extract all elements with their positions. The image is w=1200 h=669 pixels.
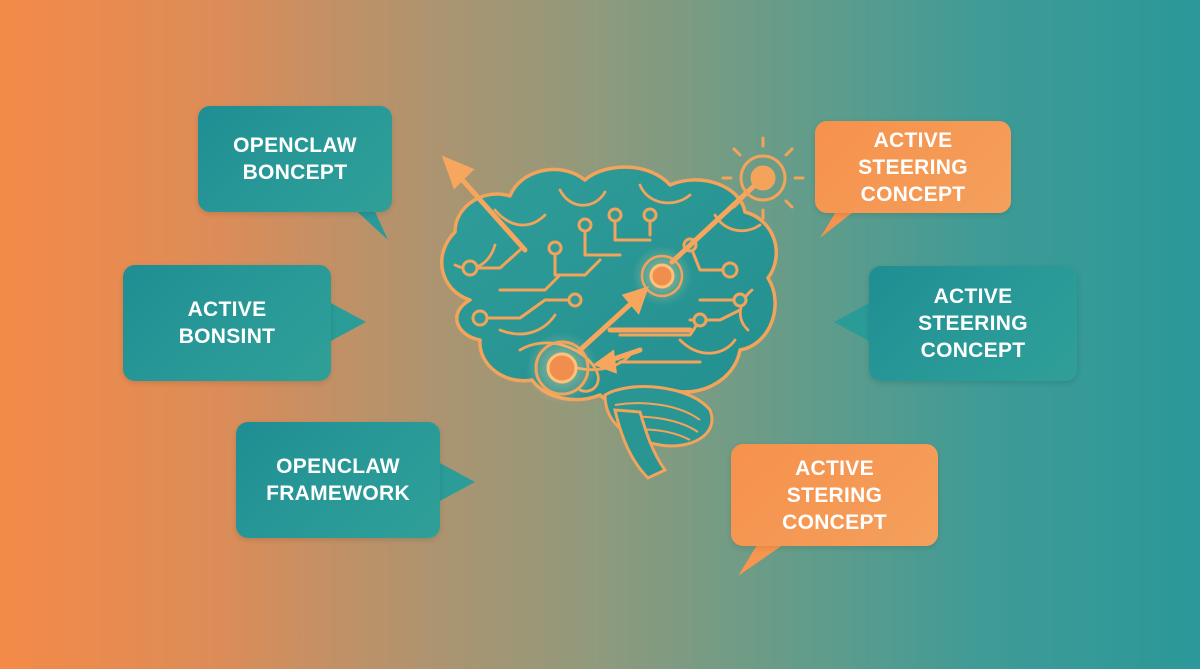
bubble-line: ACTIVE STERING [786, 456, 883, 507]
circuit-traces [468, 213, 742, 364]
bubble-line: ACTIVE [187, 298, 267, 321]
concept-bubble-openclaw-framework: OPENCLAW FRAMEWORK [236, 422, 440, 538]
concept-bubble-active-bonsint: ACTIVE BONSINT [123, 265, 331, 381]
bubble-line: BONSINT [178, 325, 276, 348]
bubble-line: CONCEPT [860, 182, 966, 206]
bubble-line: CONCEPT [782, 510, 887, 534]
bubble-line: OPENCLAW [233, 134, 357, 157]
hub-upper [649, 263, 675, 289]
bubble-line: ACTIVE STEERING [858, 128, 968, 179]
hub-lower [546, 352, 578, 384]
gear-icon [721, 136, 805, 220]
arrow-up-icon [441, 155, 758, 374]
bubble-line: FRAMEWORK [266, 482, 410, 505]
bubble-tails [329, 205, 871, 576]
concept-bubble-active-steering-middle: ACTIVE STEERING CONCEPT [869, 266, 1077, 381]
bubble-line: ACTIVE STEERING [918, 285, 1028, 335]
concept-bubble-active-stering-bottom: ACTIVE STERING CONCEPT [731, 444, 938, 546]
bubble-line: BONCEPT [242, 161, 348, 184]
brain-stem [613, 408, 668, 480]
bubble-line: CONCEPT [920, 339, 1026, 362]
concept-bubble-openclaw-boncept: OPENCLAW BONCEPT [198, 106, 392, 212]
concept-bubble-active-steering-top: ACTIVE STEERING CONCEPT [815, 121, 1011, 213]
bubble-line: OPENCLAW [276, 455, 400, 478]
